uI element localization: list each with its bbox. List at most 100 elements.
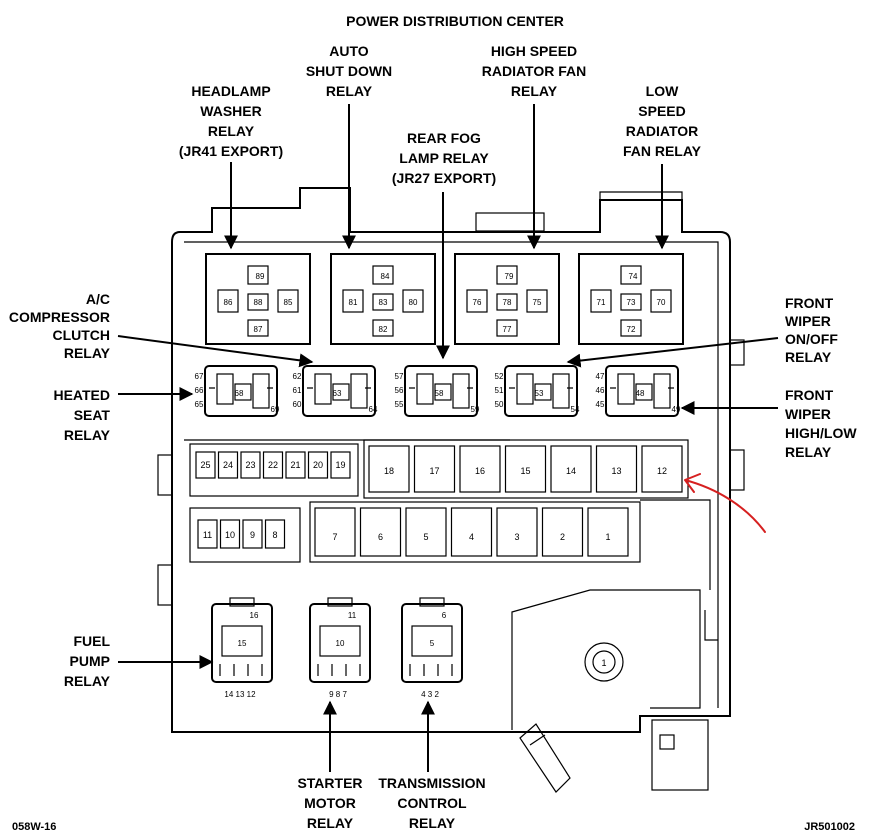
cartridge-fuse-label: 14 — [566, 466, 576, 476]
label-high-speed-radiator-fan-relay-line: HIGH SPEED — [491, 43, 577, 59]
cartridge-fuse-label: 3 — [514, 532, 519, 542]
relay-pin-leads — [317, 664, 361, 676]
label-fuel-pump-relay-line: FUEL — [73, 633, 110, 649]
cartridge-fuse — [641, 445, 683, 493]
relay-pin-box — [620, 265, 642, 285]
relay-pin-box — [221, 625, 263, 657]
label-ac-compressor-clutch-relay-line: COMPRESSOR — [9, 309, 110, 325]
relay-tab — [327, 597, 353, 607]
relay-pin-box — [496, 293, 518, 311]
relay-pin-label: 76 — [473, 298, 482, 307]
cartridge-fuse — [359, 507, 402, 557]
mini-fuse-label: 10 — [225, 530, 235, 540]
micro-relay: 654 3 2 — [401, 597, 463, 699]
label-low-speed-radiator-fan-relay-line: LOW — [646, 83, 679, 99]
relay-pin-label: 68 — [235, 389, 244, 398]
relay-pin-label: 87 — [254, 325, 263, 334]
relay-pin-label: 45 — [596, 400, 605, 409]
large-relay-outline — [578, 253, 684, 345]
label-headlamp-washer-relay-line: (JR41 EXPORT) — [179, 143, 283, 159]
relay-pin-label: 59 — [471, 405, 480, 414]
label-auto-shut-down-relay-line: AUTO — [329, 43, 369, 59]
label-starter-motor-relay-line: MOTOR — [304, 795, 356, 811]
cartridge-fuse-label: 17 — [429, 466, 439, 476]
mini-fuse — [197, 519, 218, 549]
relay-pin-label: 61 — [293, 386, 302, 395]
relay-pin-label: 84 — [381, 272, 390, 281]
leader-arrows — [117, 104, 779, 772]
relay-pin-label: 53 — [535, 389, 544, 398]
relay-pin-label: 58 — [435, 389, 444, 398]
relay-pin-box — [434, 383, 452, 401]
label-front-wiper-high-low-relay-line: HIGH/LOW — [785, 425, 857, 441]
relay-pin-label: 14 13 12 — [224, 690, 256, 699]
relay-pin-box — [590, 289, 612, 313]
relay-pin-box — [247, 265, 269, 285]
relay-pin-label: 49 — [672, 405, 681, 414]
label-ac-compressor-clutch-relay-line: A/C — [86, 291, 110, 307]
relay-pin-label: 15 — [238, 639, 247, 648]
relay-pin-label: 46 — [596, 386, 605, 395]
label-headlamp-washer-relay-line: HEADLAMP — [191, 83, 270, 99]
relay-pin-box — [617, 373, 635, 405]
mini-fuse-label: 22 — [268, 460, 278, 470]
relay-pin-label: 86 — [224, 298, 233, 307]
relay-pin-box — [342, 289, 364, 313]
relay-pin-label: 5 — [430, 639, 435, 648]
mini-relay-row: 6766656869626160636457565558595251505354… — [195, 365, 681, 417]
relay-pin-label: 4 3 2 — [421, 690, 439, 699]
relay-pin-box — [466, 289, 488, 313]
cartridge-fuse — [450, 507, 493, 557]
label-headlamp-washer-relay-line: RELAY — [208, 123, 255, 139]
relay-pin-label: 70 — [657, 298, 666, 307]
label-transmission-control-relay-line: RELAY — [409, 815, 456, 831]
relay-pin-box — [452, 373, 470, 409]
relay-pin-box — [552, 373, 570, 409]
cartridge-fuse — [314, 507, 356, 557]
red-annotation-arrow — [684, 473, 766, 533]
cartridge-fuse-label: 4 — [469, 532, 474, 542]
relay-pin-label: 88 — [254, 298, 263, 307]
relay-pin-box — [314, 373, 332, 405]
cartridge-fuse-label: 12 — [657, 466, 667, 476]
cartridge-fuse-label: 5 — [423, 532, 428, 542]
large-relay-outline — [205, 253, 311, 345]
label-front-wiper-on-off-relay-line: FRONT — [785, 295, 834, 311]
large-relay-outline — [454, 253, 560, 345]
label-front-wiper-high-low-relay-line: WIPER — [785, 406, 831, 422]
page-title: POWER DISTRIBUTION CENTER — [346, 13, 564, 29]
relay-pin-label: 9 8 7 — [329, 690, 347, 699]
label-ac-compressor-clutch-relay-line: CLUTCH — [52, 327, 110, 343]
relay-pin-label: 75 — [533, 298, 542, 307]
relay-pin-box — [372, 265, 394, 285]
relay-pin-label: 48 — [636, 389, 645, 398]
cartridge-fuse-label: 15 — [520, 466, 530, 476]
cartridge-fuse — [496, 507, 538, 557]
relay-pin-leads — [409, 664, 453, 676]
large-relay-outline — [330, 253, 436, 345]
relay-tab — [419, 597, 445, 607]
label-high-speed-radiator-fan-relay-line: RADIATOR FAN — [482, 63, 586, 79]
cartridge-fuse-label: 1 — [605, 532, 610, 542]
relay-pin-label: 62 — [293, 372, 302, 381]
mini-fuse-label: 23 — [245, 460, 255, 470]
mini-fuse — [285, 451, 306, 479]
mini-fuse-frame — [189, 443, 359, 497]
relay-pin-box — [234, 383, 252, 401]
relay-pin-box — [411, 625, 453, 657]
micro-relay-outline — [309, 603, 371, 683]
mini-fuse-label: 25 — [200, 460, 210, 470]
cartridge-fuse — [550, 445, 592, 493]
label-heated-seat-relay-line: RELAY — [64, 427, 111, 443]
relay-pin-label: 89 — [256, 272, 265, 281]
